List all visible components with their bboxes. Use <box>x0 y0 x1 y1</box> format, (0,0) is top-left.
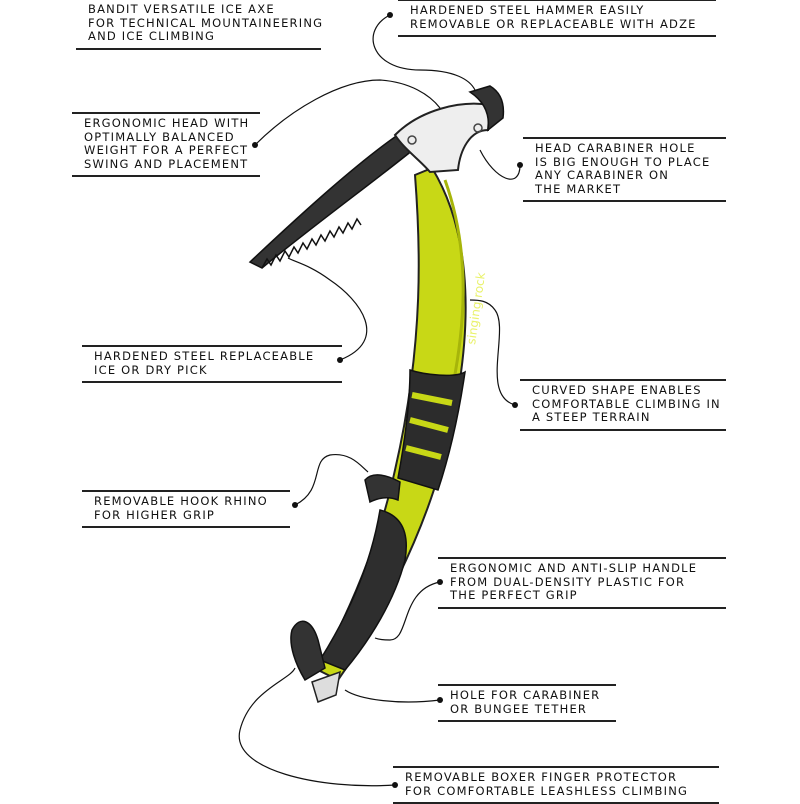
callout-handle: ERGONOMIC AND ANTI-SLIP HANDLE FROM DUAL… <box>438 557 726 609</box>
pick-teeth <box>261 217 362 269</box>
leader-lines <box>238 14 521 787</box>
leader-dot <box>437 697 443 703</box>
callout-line: FOR HIGHER GRIP <box>94 507 216 522</box>
callout-line: REMOVABLE OR REPLACEABLE WITH ADZE <box>410 16 697 31</box>
leader-line-pick <box>287 257 368 361</box>
leader-dot <box>252 142 258 148</box>
callout-line: HARDENED STEEL HAMMER EASILY <box>410 3 645 17</box>
leader-dot <box>387 12 393 18</box>
callout-line: IS BIG ENOUGH TO PLACE <box>535 154 711 169</box>
callout-hammer: HARDENED STEEL HAMMER EASILY REMOVABLE O… <box>398 0 716 37</box>
head-rivet <box>407 135 417 145</box>
callout-line: WEIGHT FOR A PERFECT <box>84 143 249 157</box>
callout-line: ERGONOMIC AND ANTI-SLIP HANDLE <box>450 561 698 575</box>
callout-line: ICE OR DRY PICK <box>94 362 208 377</box>
callout-hook: REMOVABLE HOOK RHINO FOR HIGHER GRIP <box>82 490 290 528</box>
handle-grip <box>318 509 407 671</box>
upper-grip <box>397 368 466 491</box>
leader-dot <box>292 502 298 508</box>
callout-line: HEAD CARABINER HOLE <box>535 141 696 155</box>
leader-line-handle <box>374 581 441 641</box>
spike <box>311 670 341 703</box>
callout-line: THE PERFECT GRIP <box>450 588 578 602</box>
callout-line: CURVED SHAPE ENABLES <box>532 383 702 397</box>
callout-bandit: BANDIT VERSATILE ICE AXE FOR TECHNICAL M… <box>76 0 324 50</box>
leader-line-carabiner-hole <box>479 149 521 180</box>
callout-tether: HOLE FOR CARABINER OR BUNGEE TETHER <box>438 684 616 722</box>
callout-curved: CURVED SHAPE ENABLES COMFORTABLE CLIMBIN… <box>520 379 726 431</box>
callout-line: FROM DUAL-DENSITY PLASTIC FOR <box>450 574 686 589</box>
leader-dots <box>252 12 523 788</box>
callout-line: REMOVABLE HOOK RHINO <box>94 494 268 508</box>
leader-line-hammer <box>372 14 476 91</box>
callout-boxer: REMOVABLE BOXER FINGER PROTECTOR FOR COM… <box>393 766 719 804</box>
callout-carabiner-hole: HEAD CARABINER HOLE IS BIG ENOUGH TO PLA… <box>523 137 726 202</box>
leader-line-boxer <box>238 667 396 787</box>
callout-line: BANDIT VERSATILE ICE AXE <box>88 2 275 16</box>
hook-rhino <box>364 474 401 504</box>
leader-line-hook <box>294 453 369 506</box>
callout-line: ERGONOMIC HEAD WITH <box>84 116 250 130</box>
callout-line: HARDENED STEEL REPLACEABLE <box>94 349 315 363</box>
shaft <box>316 166 467 682</box>
callout-line: OPTIMALLY BALANCED <box>84 129 235 144</box>
callout-line: SWING AND PLACEMENT <box>84 156 249 171</box>
callout-line: AND ICE CLIMBING <box>88 29 216 43</box>
callout-line: COMFORTABLE CLIMBING IN <box>532 396 721 411</box>
callout-line: OR BUNGEE TETHER <box>450 701 588 716</box>
leader-dot <box>512 402 518 408</box>
callout-line: REMOVABLE BOXER FINGER PROTECTOR <box>405 770 678 784</box>
pick <box>248 129 427 269</box>
hammer <box>468 85 505 132</box>
callout-head: ERGONOMIC HEAD WITH OPTIMALLY BALANCED W… <box>72 112 260 177</box>
leader-line-head <box>254 79 441 146</box>
callout-line: ANY CARABINER ON <box>535 168 670 182</box>
callout-line: HOLE FOR CARABINER <box>450 688 601 702</box>
boxer-protector <box>290 620 326 682</box>
brand-text: singing rock <box>464 271 488 345</box>
callout-line: A STEEP TERRAIN <box>532 410 651 424</box>
leader-line-curved <box>469 299 516 406</box>
leader-dot <box>437 579 443 585</box>
callout-line: FOR COMFORTABLE LEASHLESS CLIMBING <box>405 783 689 798</box>
leader-dot <box>337 357 343 363</box>
grip-pattern <box>405 392 453 460</box>
head <box>393 102 492 174</box>
callout-line: THE MARKET <box>535 181 622 196</box>
callout-pick: HARDENED STEEL REPLACEABLE ICE OR DRY PI… <box>82 345 342 383</box>
leader-line-tether <box>344 689 441 703</box>
leader-dot <box>392 782 398 788</box>
leader-dot <box>517 162 523 168</box>
head-rivet <box>473 123 483 133</box>
callout-line: FOR TECHNICAL MOUNTAINEERING <box>88 15 324 30</box>
